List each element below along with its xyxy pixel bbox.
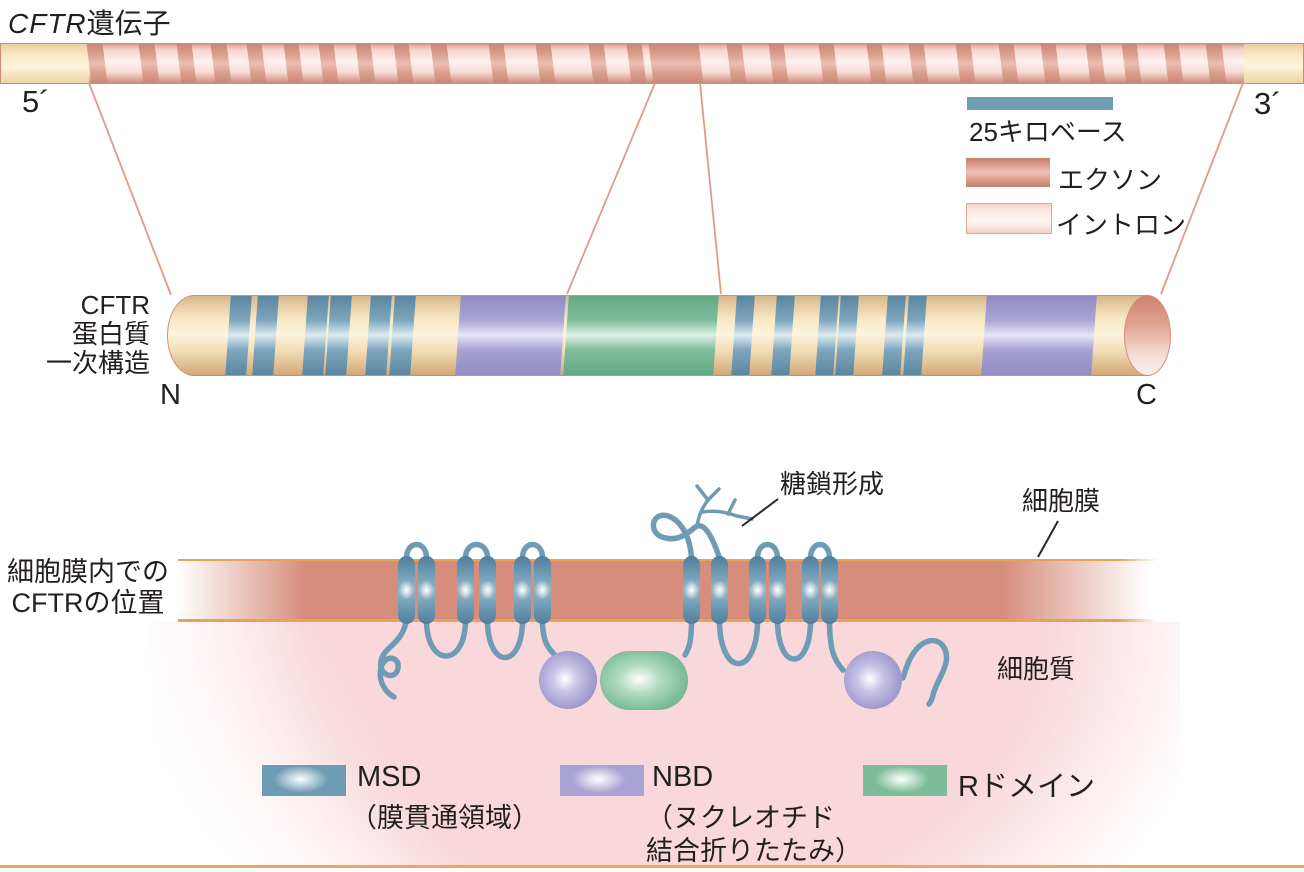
membrane-pointer-line xyxy=(1037,520,1059,558)
gene-exon-stripe xyxy=(393,44,414,83)
membrane-top-line xyxy=(178,558,1158,561)
five-prime-label: 5´ xyxy=(22,84,50,119)
membrane-section-label-line2: CFTRの位置 xyxy=(11,588,165,618)
exon-swatch xyxy=(966,158,1050,187)
gene-exon-stripe xyxy=(1205,44,1227,83)
gene-exon-stripe xyxy=(430,44,452,83)
protein-bar xyxy=(167,295,1149,376)
glycosylation-pointer-line xyxy=(741,498,779,527)
c-terminus-label: C xyxy=(1136,379,1157,411)
protein-segment-msd xyxy=(834,296,860,375)
gene-title-italic: CFTR xyxy=(8,8,87,39)
cytoplasm-label: 細胞質 xyxy=(997,654,1076,684)
gene-exon-stripe xyxy=(535,44,556,83)
gene-3prime-end xyxy=(1244,44,1303,83)
gene-exon-stripe xyxy=(246,44,267,83)
membrane-bottom-line xyxy=(178,619,1158,622)
protein-segment-msd xyxy=(388,296,417,375)
gene-exon-stripe xyxy=(1163,44,1184,83)
protein-segment-msd xyxy=(364,296,393,375)
gene-title-suffix: 遺伝子 xyxy=(86,8,171,39)
protein-segment-msd xyxy=(881,296,907,375)
gene-exon-stripe xyxy=(998,44,1019,83)
gene-exon-stripe xyxy=(768,44,789,83)
protein-segment-msd xyxy=(770,296,796,375)
protein-segment-msd xyxy=(251,296,280,375)
protein-segment-msd xyxy=(224,296,253,375)
n-terminus-label: N xyxy=(160,379,181,411)
protein-segment-r xyxy=(562,296,720,375)
gene-exon-stripe xyxy=(355,44,376,83)
gene-exon-stripe xyxy=(210,44,232,83)
intron-label: イントロン xyxy=(1056,210,1187,240)
exon-label: エクソン xyxy=(1058,165,1163,195)
nbd-swatch xyxy=(560,765,644,796)
msd-sublabel: （膜貫通領域） xyxy=(350,803,539,833)
gene-exon-stripe xyxy=(726,44,747,83)
protein-primary-structure-label: CFTR 蛋白質 一次構造 xyxy=(14,291,150,378)
r-domain-label: Rドメイン xyxy=(958,771,1095,803)
figure-bottom-rule xyxy=(0,865,1304,868)
glycan-tree xyxy=(695,484,754,528)
gene-exon-stripe xyxy=(318,44,339,83)
gene-exon-stripe xyxy=(1121,44,1142,83)
gene-exon-stripe xyxy=(626,44,647,83)
gene-exon-stripe xyxy=(1040,44,1061,83)
gene-to-protein-line-left xyxy=(88,82,172,296)
scale-bar-label: 25キロベース xyxy=(969,117,1127,147)
protein-label-line3: 一次構造 xyxy=(45,348,150,378)
gene-to-protein-line-mid-right xyxy=(699,82,722,295)
msd-swatch xyxy=(262,765,346,796)
membrane-section-label-line1: 細胞膜内での xyxy=(7,557,169,587)
protein-segment-msd xyxy=(902,296,928,375)
protein-label-line1: CFTR xyxy=(80,290,150,320)
cell-membrane-band xyxy=(178,561,1158,620)
glycosylated-loop xyxy=(650,512,723,561)
gene-exon-stripe xyxy=(138,44,160,83)
protein-segment-msd xyxy=(730,296,756,375)
gene-exon-stripe xyxy=(86,44,108,83)
gene-exon-stripe xyxy=(1085,44,1106,83)
gene-exon-stripe xyxy=(488,44,509,83)
cell-membrane-label: 細胞膜 xyxy=(1022,486,1101,516)
gene-exon-stripe xyxy=(955,44,976,83)
gene-exon-stripe xyxy=(588,44,609,83)
gene-exon-stripe xyxy=(866,44,887,83)
msd-label: MSD xyxy=(357,761,422,793)
three-prime-label: 3´ xyxy=(1254,86,1282,121)
nbd-sublabel-line2: 結合折りたたみ） xyxy=(646,836,862,866)
glycosylation-label: 糖鎖形成 xyxy=(780,469,885,499)
gene-bar xyxy=(0,43,1304,84)
intron-swatch xyxy=(966,203,1052,234)
gene-exon-stripe xyxy=(818,44,839,83)
protein-c-terminus-cap xyxy=(1124,295,1171,376)
protein-segment-msd xyxy=(324,296,353,375)
protein-label-line2: 蛋白質 xyxy=(71,319,150,349)
nbd-sublabel-line1: （ヌクレオチド xyxy=(646,803,835,833)
protein-segment-nbd xyxy=(980,296,1098,375)
scale-bar xyxy=(967,97,1113,110)
gene-5prime-end xyxy=(1,44,89,83)
protein-segment-nbd xyxy=(454,296,567,375)
r-domain-swatch xyxy=(863,765,947,796)
gene-to-protein-line-right xyxy=(1160,82,1244,295)
gene-exon-stripe xyxy=(283,44,304,83)
membrane-section-label: 細胞膜内での CFTRの位置 xyxy=(0,557,176,619)
gene-title: CFTR遺伝子 xyxy=(8,2,171,42)
gene-exon-stripe xyxy=(176,44,197,83)
gene-to-protein-line-mid-left xyxy=(566,82,656,295)
gene-exon-stripe xyxy=(908,44,929,83)
gene-exon-stripe-wide xyxy=(648,44,704,83)
nbd-label: NBD xyxy=(652,761,714,793)
